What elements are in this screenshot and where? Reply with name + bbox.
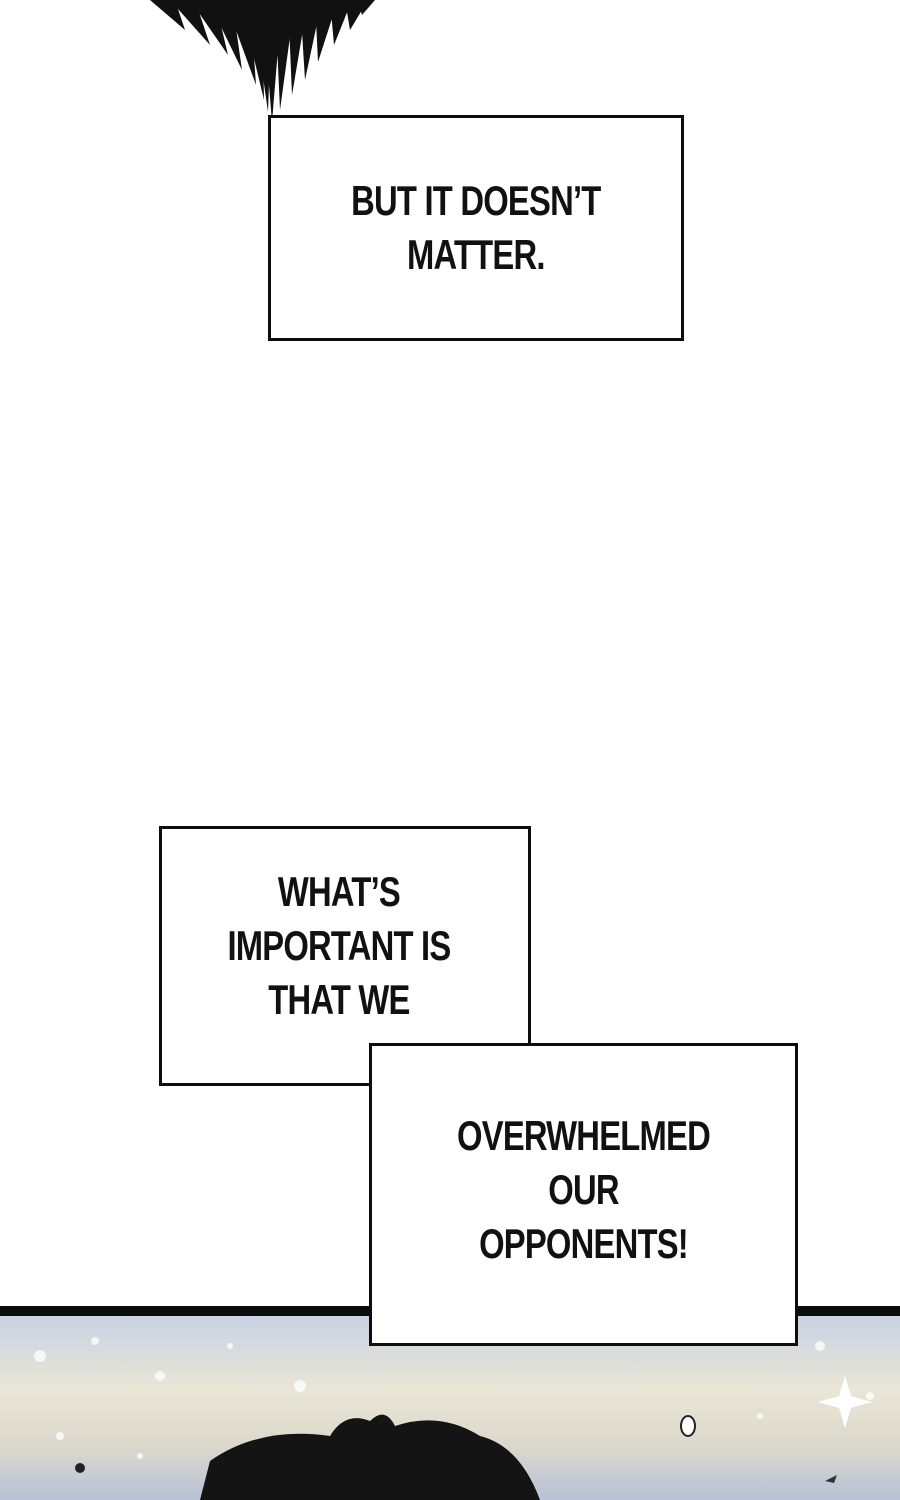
sparkle-icon — [818, 1376, 872, 1428]
caption-join — [372, 1046, 528, 1086]
caption-text-second: WHAT’S IMPORTANT IS THAT WE — [227, 868, 451, 1023]
character-head-silhouette — [200, 1414, 540, 1500]
sparkle-scene — [34, 1337, 874, 1500]
caption-box-third: OVERWHELMED OUR OPPONENTS! — [369, 1043, 798, 1346]
caption-box-first: BUT IT DOESN’T MATTER. — [268, 115, 684, 341]
hair-streaks — [150, 0, 375, 122]
caption-text-third: OVERWHELMED OUR OPPONENTS! — [457, 1111, 711, 1267]
caption-box-second: WHAT’S IMPORTANT IS THAT WE — [159, 826, 531, 1086]
caption-text-first: BUT IT DOESN’T MATTER. — [351, 177, 601, 278]
